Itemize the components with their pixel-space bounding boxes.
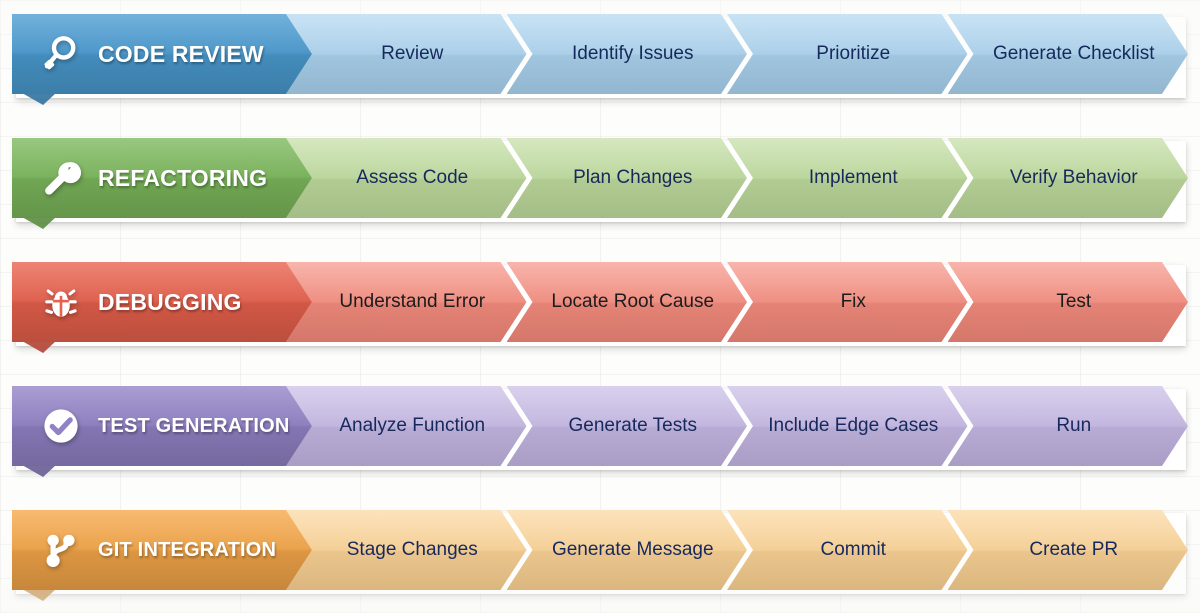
step-chevron[interactable]: Understand Error [286,262,527,342]
step-chevron[interactable]: Prioritize [727,14,968,94]
step-chevron[interactable]: Assess Code [286,138,527,218]
step-chevron[interactable]: Fix [727,262,968,342]
step-label: Test [1056,291,1092,312]
step-chevron[interactable]: Generate Checklist [948,14,1189,94]
step-label: Stage Changes [346,539,478,560]
bug-icon [38,279,84,325]
step-chevron[interactable]: Plan Changes [507,138,748,218]
row-label-text: CODE REVIEW [98,40,264,67]
step-chevron[interactable]: Commit [727,510,968,590]
workflow-row-code-review: CODE REVIEW Review Identify Issues Prior… [12,14,1188,105]
step-chevron[interactable]: Locate Root Cause [507,262,748,342]
row-label-text: GIT INTEGRATION [98,538,277,561]
workflow-row-git-integration: GIT INTEGRATION Stage Changes Generate M… [12,510,1188,601]
step-label: Plan Changes [573,167,693,188]
step-label: Analyze Function [339,415,486,436]
step-chevron[interactable]: Include Edge Cases [727,386,968,466]
step-chevron[interactable]: Generate Tests [507,386,748,466]
git-branch-icon [38,527,84,573]
step-label: Fix [840,291,866,312]
row-label-git-integration[interactable]: GIT INTEGRATION [12,510,312,590]
row-label-refactoring[interactable]: REFACTORING [12,138,312,218]
step-chevron[interactable]: Analyze Function [286,386,527,466]
step-chevrons: Review Identify Issues Prioritize Genera… [286,14,1188,94]
workflow-row-refactoring: REFACTORING Assess Code Plan Changes Imp… [12,138,1188,229]
step-label: Create PR [1029,539,1119,560]
step-chevrons: Assess Code Plan Changes Implement Verif… [286,138,1188,218]
row-label-test-generation[interactable]: TEST GENERATION [12,386,312,466]
magnifier-icon [38,31,84,77]
step-chevron[interactable]: Verify Behavior [948,138,1189,218]
wrench-icon [38,155,84,201]
step-chevron[interactable]: Identify Issues [507,14,748,94]
step-chevrons: Understand Error Locate Root Cause Fix T… [286,262,1188,342]
step-chevrons: Stage Changes Generate Message Commit Cr… [286,510,1188,590]
step-label: Generate Tests [568,415,697,436]
step-label: Include Edge Cases [768,415,939,436]
row-label-text: TEST GENERATION [98,414,290,437]
step-label: Assess Code [356,167,469,188]
workflow-row-test-generation: TEST GENERATION Analyze Function Generat… [12,386,1188,477]
ribbon-fold [22,589,56,601]
step-label: Identify Issues [572,43,694,64]
step-label: Generate Message [551,539,714,560]
step-chevron[interactable]: Review [286,14,527,94]
step-label: Understand Error [339,291,486,312]
step-chevron[interactable]: Test [948,262,1189,342]
ribbon-fold [22,341,56,353]
row-label-code-review[interactable]: CODE REVIEW [12,14,312,94]
step-label: Implement [808,167,898,188]
ribbon-fold [22,217,56,229]
step-chevrons: Analyze Function Generate Tests Include … [286,386,1188,466]
workflow-row-debugging: DEBUGGING Understand Error Locate Root C… [12,262,1188,353]
ribbon-fold [22,93,56,105]
step-label: Generate Checklist [992,43,1155,64]
step-label: Review [381,43,444,64]
step-label: Commit [820,539,886,560]
step-chevron[interactable]: Stage Changes [286,510,527,590]
step-label: Locate Root Cause [551,291,715,312]
row-label-text: REFACTORING [98,164,268,191]
row-label-text: DEBUGGING [98,288,242,315]
step-chevron[interactable]: Create PR [948,510,1189,590]
step-chevron[interactable]: Run [948,386,1189,466]
step-label: Verify Behavior [1009,167,1138,188]
step-chevron[interactable]: Generate Message [507,510,748,590]
check-circle-icon [38,403,84,449]
ribbon-fold [22,465,56,477]
step-label: Prioritize [816,43,891,64]
row-label-debugging[interactable]: DEBUGGING [12,262,312,342]
step-chevron[interactable]: Implement [727,138,968,218]
step-label: Run [1056,415,1092,436]
